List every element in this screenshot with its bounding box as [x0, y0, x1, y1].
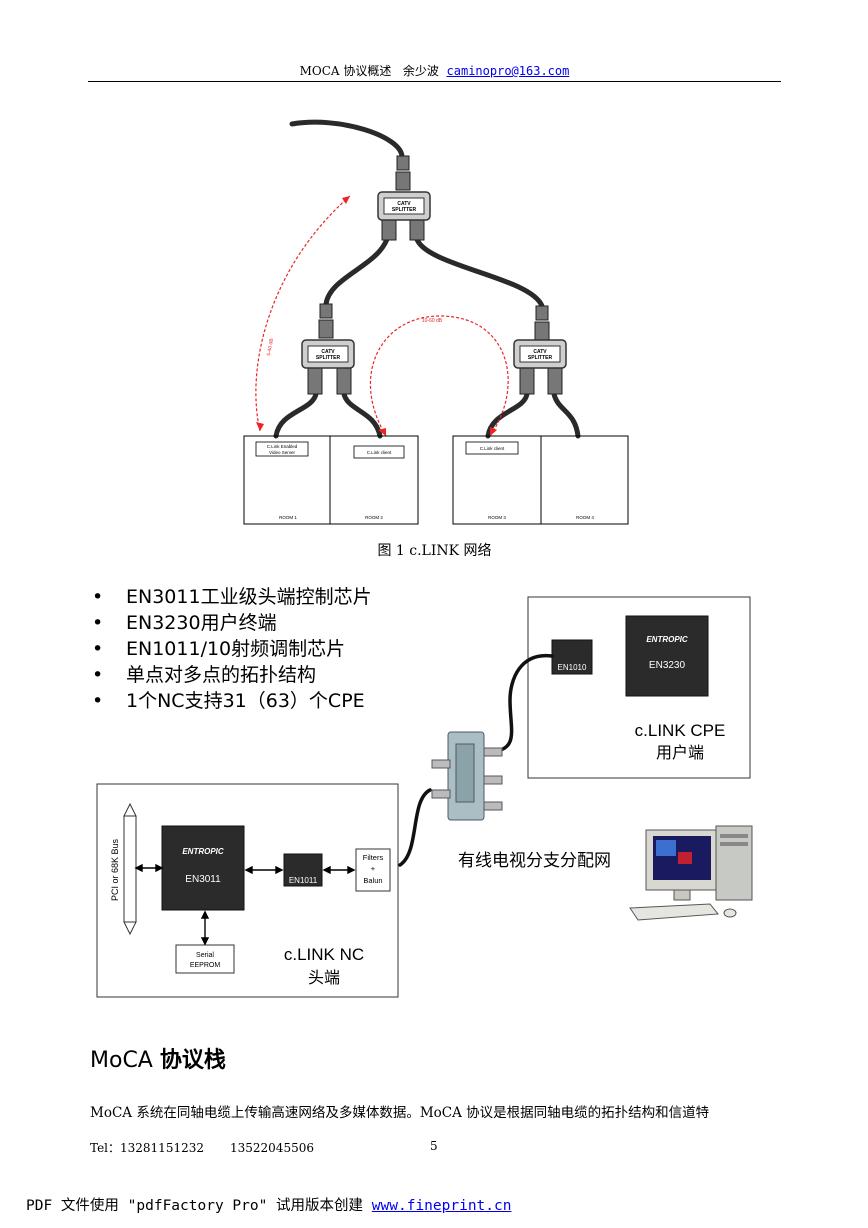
bullet-icon: •	[92, 690, 104, 712]
bullet-item: • 单点对多点的拓扑结构	[92, 662, 372, 688]
desktop-computer-icon	[629, 825, 753, 921]
section-title-latin: MoCA	[90, 1048, 160, 1073]
footer-tel-1: Tel：13281151232	[90, 1141, 204, 1155]
bullet-item: • 1个NC支持31（63）个CPE	[92, 688, 372, 714]
en3011-chip	[161, 825, 245, 911]
header-email-link[interactable]: caminopro@163.com	[446, 64, 570, 78]
nc-box	[96, 783, 399, 998]
client-box-room2	[353, 445, 405, 459]
header-title: MOCA 协议概述	[299, 64, 392, 78]
splitter-top-label-2: SPLITTER	[392, 207, 417, 213]
nc-brand-label: ENTROPIC	[182, 847, 224, 856]
en3230-label: EN3230	[649, 660, 686, 671]
room-label-1: ROOM 1	[279, 515, 297, 520]
room-label-2: ROOM 2	[365, 515, 383, 520]
nc-title: c.LINK NC	[284, 945, 364, 964]
video-server-label-2: Video Server	[269, 450, 295, 455]
video-server-box	[255, 441, 309, 457]
header-author: 余少波	[402, 64, 439, 78]
en1010-chip	[551, 639, 593, 675]
en3011-label: EN3011	[185, 874, 221, 885]
plus-label: +	[371, 864, 376, 873]
cpe-title-cn: 用户端	[656, 744, 704, 762]
bullet-text: 1个NC支持31（63）个CPE	[126, 690, 365, 712]
bullet-icon: •	[92, 612, 104, 634]
header-rule	[88, 81, 781, 82]
section-title: MoCA 协议栈	[90, 1042, 226, 1074]
room-label-4: ROOM 4	[576, 515, 594, 520]
bullet-text: 单点对多点的拓扑结构	[126, 664, 317, 686]
client-label-room2: C.Link client	[367, 450, 392, 455]
bullet-item: • EN3230用户终端	[92, 610, 372, 636]
nc-title-cn: 头端	[308, 969, 340, 987]
balun-label: Balun	[363, 876, 382, 885]
splitter-top: CATV SPLITTER	[377, 191, 431, 221]
page-header: MOCA 协议概述 余少波 caminopro@163.com	[88, 62, 781, 79]
cpe-brand-label: ENTROPIC	[646, 635, 688, 644]
splitter-right-label-2: SPLITTER	[528, 355, 553, 361]
arrow-right	[369, 315, 509, 437]
room-group-left	[243, 435, 419, 525]
splitter-left-label-2: SPLITTER	[316, 355, 341, 361]
footer-phone: Tel：13281151232 13522045506	[90, 1139, 340, 1156]
section-title-cn: 协议栈	[159, 1048, 226, 1073]
arrow-left	[255, 195, 351, 432]
page-number: 5	[430, 1139, 438, 1153]
en1011-label: EN1011	[289, 876, 318, 885]
pdf-notice-text: PDF 文件使用 "pdfFactory Pro" 试用版本创建	[26, 1198, 372, 1214]
arrow-label-right: 10-60 dB	[422, 318, 443, 324]
client-box-room3	[465, 441, 519, 455]
bullet-icon: •	[92, 586, 104, 608]
figure-clink-architecture: EN1010 ENTROPIC EN3230 c.LINK CPE 用户端 PC…	[96, 596, 753, 998]
splitter-top-label-1: CATV	[397, 201, 411, 207]
room-label-3: ROOM 3	[488, 515, 506, 520]
feature-bullet-list: • EN3011工业级头端控制芯片 • EN3230用户终端 • EN1011/10射…	[92, 584, 372, 714]
eeprom-label-2: EEPROM	[190, 962, 221, 969]
figure-clink-network: CATV SPLITTER CATV SPLITTER CATV SPLITTE…	[240, 106, 640, 528]
section-paragraph: MoCA 系统在同轴电缆上传输高速网络及多媒体数据。MoCA 协议是根据同轴电缆…	[90, 1105, 710, 1121]
eeprom-box	[175, 944, 235, 974]
cpe-title: c.LINK CPE	[635, 721, 726, 740]
en3230-chip	[625, 615, 709, 697]
en1010-label: EN1010	[558, 663, 587, 672]
bullet-item: • EN3011工业级头端控制芯片	[92, 584, 372, 610]
footer-tel-2: 13522045506	[230, 1141, 314, 1155]
bullet-text: EN3230用户终端	[126, 612, 277, 634]
bullet-icon: •	[92, 664, 104, 686]
cable-splitter-device	[431, 731, 503, 821]
fineprint-link[interactable]: www.fineprint.cn	[371, 1198, 512, 1214]
filters-label: Filters	[363, 853, 384, 862]
en1011-chip	[283, 853, 323, 887]
network-label: 有线电视分支分配网	[458, 851, 611, 870]
pdf-creator-notice: PDF 文件使用 "pdfFactory Pro" 试用版本创建 www.fin…	[26, 1194, 511, 1215]
client-label-room3: C.Link client	[480, 446, 505, 451]
eeprom-label-1: Serial	[196, 952, 214, 959]
splitter-right: CATV SPLITTER	[513, 339, 567, 369]
bullet-text: EN1011/10射频调制芯片	[126, 638, 346, 660]
arrow-label-left: 5-40 dB	[266, 337, 275, 356]
figure1-caption: 图 1 c.LINK 网络	[377, 543, 492, 559]
bullet-item: • EN1011/10射频调制芯片	[92, 636, 372, 662]
splitter-left-label-1: CATV	[321, 349, 335, 355]
bus-label: PCI or 68K Bus	[110, 838, 120, 901]
bullet-icon: •	[92, 638, 104, 660]
splitter-left: CATV SPLITTER	[301, 339, 355, 369]
filters-balun-box	[355, 848, 391, 892]
splitter-right-label-1: CATV	[533, 349, 547, 355]
bullet-text: EN3011工业级头端控制芯片	[126, 586, 372, 608]
video-server-label-1: C.Link Enabled	[267, 444, 298, 449]
